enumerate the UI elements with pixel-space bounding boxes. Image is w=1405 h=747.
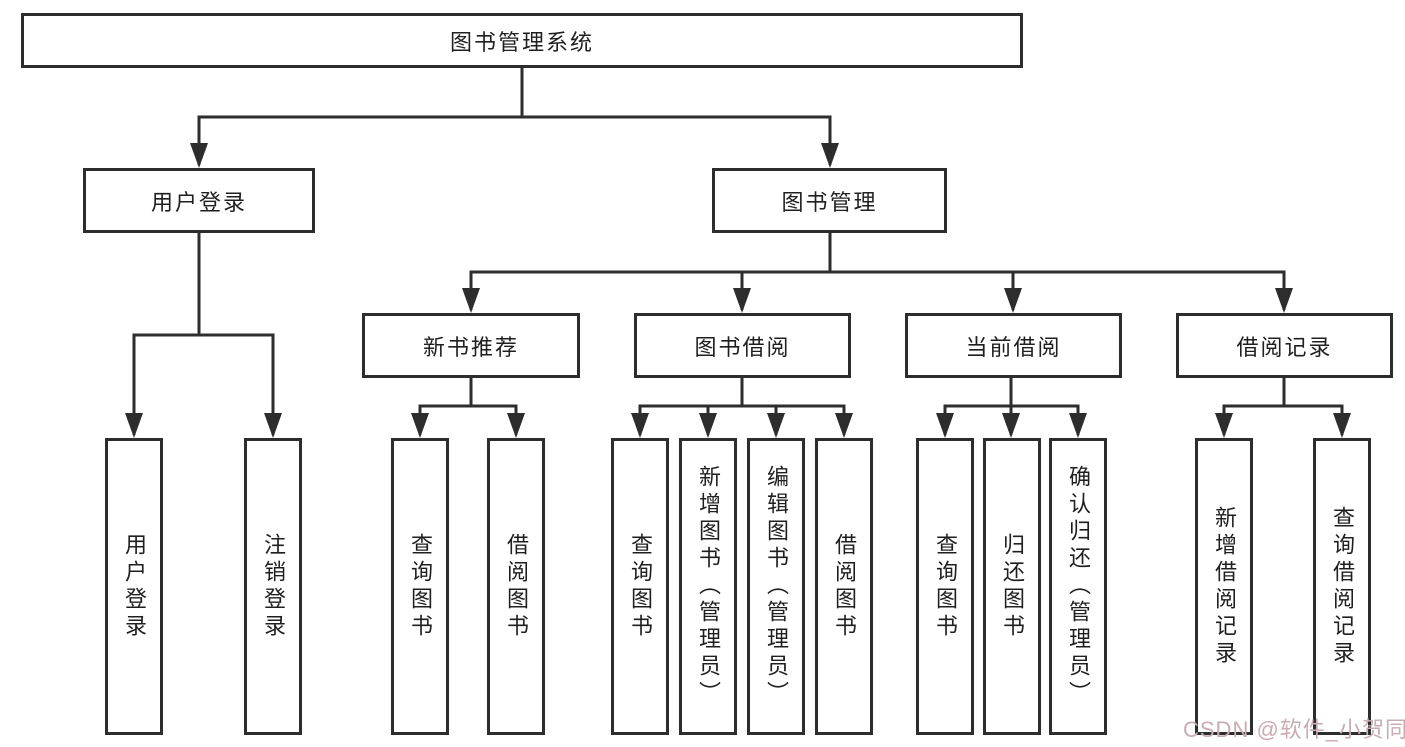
arrowhead-leaf-current-return [1002, 413, 1020, 438]
leaf-borrow-edit-books-label: 编辑图书（管理员） [764, 465, 789, 708]
arrowhead-new-book [462, 288, 480, 313]
leaf-user-login-label: 用户登录 [122, 532, 147, 641]
arrowhead-leaf-logout [264, 413, 282, 438]
leaf-newrec-query-books-label: 查询图书 [408, 532, 433, 641]
node-book-borrow-label: 图书借阅 [694, 334, 791, 360]
node-current-borrow-label: 当前借阅 [965, 334, 1062, 360]
leaf-newrec-query-books: 查询图书 [391, 438, 449, 735]
node-root-label: 图书管理系统 [449, 29, 594, 55]
leaf-newrec-borrow-books-label: 借阅图书 [504, 532, 529, 641]
leaf-borrow-borrow-books: 借阅图书 [815, 438, 873, 735]
arrowhead-leaf-newrec-query [411, 413, 429, 438]
node-root-system: 图书管理系统 [21, 13, 1023, 68]
leaf-borrow-add-books-label: 新增图书（管理员） [696, 465, 721, 708]
leaf-records-add-record: 新增借阅记录 [1195, 438, 1253, 735]
leaf-current-query-books: 查询图书 [916, 438, 974, 735]
arrowhead-book-mgmt [821, 143, 839, 168]
node-borrow-records: 借阅记录 [1176, 313, 1393, 378]
leaf-current-query-books-label: 查询图书 [933, 532, 958, 641]
connector-level2-rail [197, 115, 832, 165]
node-borrow-records-label: 借阅记录 [1236, 334, 1333, 360]
leaf-borrow-edit-books: 编辑图书（管理员） [747, 438, 805, 735]
leaf-borrow-borrow-books-label: 借阅图书 [832, 532, 857, 641]
arrowhead-leaf-user-login [125, 413, 143, 438]
arrowhead-leaf-current-confirm [1069, 413, 1087, 438]
leaf-records-query-record: 查询借阅记录 [1313, 438, 1371, 735]
connector-records-rail [1222, 404, 1344, 435]
leaf-user-login: 用户登录 [105, 438, 163, 735]
node-book-borrow: 图书借阅 [634, 313, 851, 378]
arrowhead-user-login [190, 143, 208, 168]
leaf-newrec-borrow-books: 借阅图书 [487, 438, 545, 735]
leaf-current-return-books: 归还图书 [983, 438, 1041, 735]
watermark: CSDN @软件_小贺同学 [1183, 717, 1405, 742]
leaf-borrow-add-books: 新增图书（管理员） [679, 438, 737, 735]
node-new-book-recommend: 新书推荐 [362, 313, 580, 378]
arrowhead-book-borrow [733, 288, 751, 313]
node-user-login: 用户登录 [83, 168, 315, 233]
connector-new-book-rail [418, 404, 518, 435]
arrowhead-leaf-current-query [936, 413, 954, 438]
arrowhead-current [1004, 288, 1022, 313]
connector-user-login-rail [132, 333, 275, 435]
arrowhead-leaf-borrow-borrow [835, 413, 853, 438]
node-user-login-label: 用户登录 [150, 189, 247, 215]
leaf-logout: 注销登录 [244, 438, 302, 735]
leaf-borrow-query-books: 查询图书 [611, 438, 669, 735]
arrowhead-leaf-newrec-borrow [507, 413, 525, 438]
arrowhead-leaf-records-query [1333, 413, 1351, 438]
leaf-records-query-record-label: 查询借阅记录 [1330, 505, 1355, 668]
arrowhead-records [1275, 288, 1293, 313]
node-book-management-label: 图书管理 [781, 189, 878, 215]
node-current-borrow: 当前借阅 [905, 313, 1122, 378]
arrowhead-leaf-records-add [1215, 413, 1233, 438]
arrowhead-leaf-borrow-query [631, 413, 649, 438]
leaf-current-confirm-return: 确认归还（管理员） [1049, 438, 1107, 735]
node-book-management: 图书管理 [712, 168, 947, 233]
leaf-current-confirm-return-label: 确认归还（管理员） [1066, 465, 1091, 708]
arrowhead-leaf-borrow-edit [767, 413, 785, 438]
leaf-records-add-record-label: 新增借阅记录 [1212, 505, 1237, 668]
leaf-logout-label: 注销登录 [261, 532, 286, 641]
connector-book-borrow-rail [638, 404, 846, 435]
connector-level3-rail [469, 270, 1286, 310]
node-new-book-recommend-label: 新书推荐 [422, 334, 519, 360]
arrowhead-leaf-borrow-add [699, 413, 717, 438]
leaf-current-return-books-label: 归还图书 [1000, 532, 1025, 641]
leaf-borrow-query-books-label: 查询图书 [628, 532, 653, 641]
